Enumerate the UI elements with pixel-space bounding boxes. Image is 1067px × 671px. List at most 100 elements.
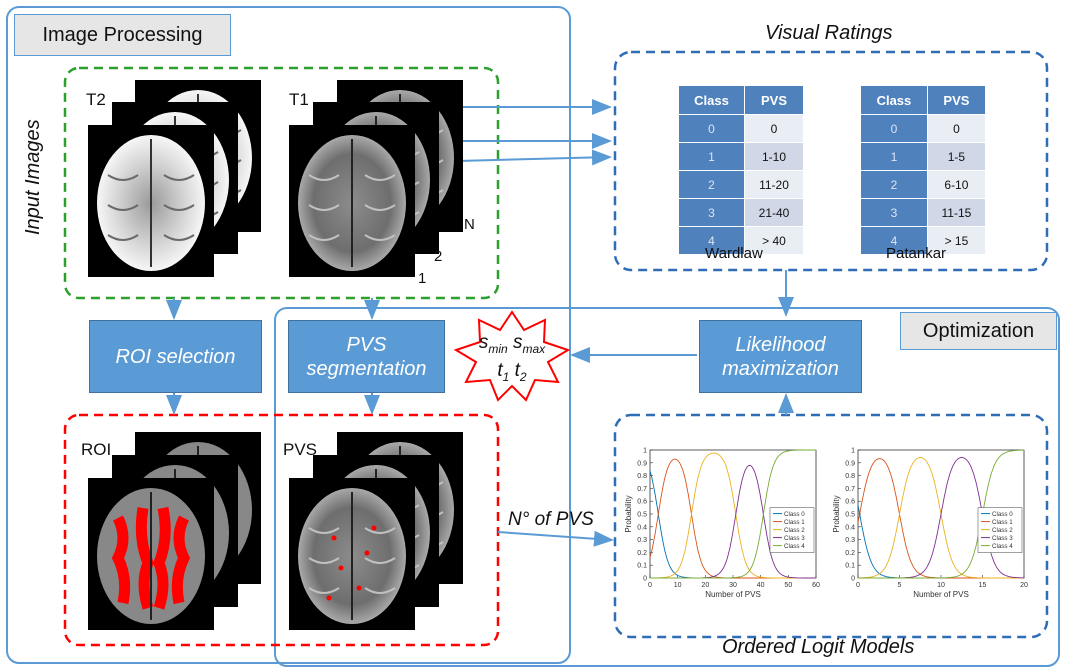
class-cell: 0 [678, 114, 745, 143]
pvs-label: PVS [283, 440, 318, 459]
ordered-logit-label: Ordered Logit Models [722, 636, 915, 658]
legend-label: Class 0 [992, 511, 1013, 518]
t-symbol: t [514, 359, 520, 381]
x-tick-label: 30 [729, 582, 737, 589]
y-tick-label: 0.8 [845, 473, 855, 480]
class-cell: 2 [678, 170, 745, 199]
class-cell: 4 [678, 226, 745, 255]
roi-label: ROI [81, 440, 112, 459]
x-tick-label: 5 [898, 582, 902, 589]
table-header: PVS [926, 85, 987, 115]
pvs-segmentation-box: PVS segmentation [288, 320, 445, 393]
likelihood-line2: maximization [722, 357, 839, 380]
x-tick-label: 0 [856, 582, 860, 589]
y-tick-label: 0.7 [637, 486, 647, 493]
pvs-cell: 11-15 [926, 198, 987, 227]
series-line-class-2 [650, 452, 816, 579]
parameter-star-text: smin smax t1 t2 [462, 332, 562, 388]
class-cell: 3 [678, 198, 745, 227]
y-tick-label: 0.7 [845, 486, 855, 493]
y-tick-label: 0.3 [845, 537, 855, 544]
y-tick-label: 0.2 [845, 550, 855, 557]
table-header: Class [860, 85, 928, 115]
y-axis-label: Probability [832, 495, 841, 532]
y-tick-label: 1 [851, 448, 855, 455]
pvs-cell: 1-10 [744, 142, 804, 171]
y-tick-label: 0.5 [637, 512, 647, 519]
x-axis-label: Number of PVS [913, 590, 969, 599]
t2-label: T2 [86, 90, 106, 109]
wardlaw-label: Wardlaw [705, 245, 763, 262]
y-tick-label: 0.2 [637, 550, 647, 557]
t1-image-1 [288, 124, 416, 278]
y-tick-label: 0.9 [845, 460, 855, 467]
y-tick-label: 0.9 [637, 460, 647, 467]
image-processing-panel [6, 6, 571, 664]
table-header: Class [678, 85, 745, 115]
y-tick-label: 0.6 [845, 499, 855, 506]
roi-image-1 [88, 478, 214, 630]
x-tick-label: 15 [979, 582, 987, 589]
t1-label: T1 [289, 90, 309, 109]
x-axis-label: Number of PVS [705, 590, 761, 599]
x-tick-label: 10 [937, 582, 945, 589]
y-tick-label: 0 [851, 576, 855, 583]
pvs-cell: 6-10 [926, 170, 987, 199]
class-cell: 1 [860, 142, 928, 171]
stack-dot [434, 244, 438, 248]
y-tick-label: 0.5 [845, 512, 855, 519]
y-tick-label: 0.1 [845, 563, 855, 570]
sub1-subscript: 1 [502, 369, 510, 384]
visual-ratings-label: Visual Ratings [765, 22, 893, 44]
roi-selection-box: ROI selection [89, 320, 262, 393]
sub2-subscript: 2 [519, 369, 527, 384]
legend-label: Class 3 [784, 535, 805, 542]
optimization-title: Optimization [900, 312, 1057, 350]
t-symbol: t [497, 359, 503, 381]
logit-models-group [613, 413, 1049, 639]
y-tick-label: 0.3 [637, 537, 647, 544]
pvs-segmentation-line2: segmentation [306, 357, 427, 380]
y-tick-label: 0.4 [845, 524, 855, 531]
segmentation-output-group [63, 413, 500, 647]
stack-n-label: N [464, 216, 475, 233]
y-tick-label: 0.6 [637, 499, 647, 506]
pvs-cell: 21-40 [744, 198, 804, 227]
t2-image-1 [87, 124, 215, 278]
stack-dot [426, 232, 430, 236]
pvs-cell: 11-20 [744, 170, 804, 199]
legend-label: Class 4 [784, 543, 805, 550]
x-tick-label: 50 [784, 582, 792, 589]
pvs-cell: > 40 [744, 226, 804, 255]
pvs-cell: 0 [744, 114, 804, 143]
legend-label: Class 2 [992, 527, 1013, 534]
s-symbol: s [478, 332, 489, 353]
y-axis-label: Probability [624, 495, 633, 532]
patankar-label: Patankar [886, 245, 947, 262]
pvs-cell: 0 [926, 114, 987, 143]
parameter-star-shape [453, 310, 571, 402]
arrow-count-logit [497, 530, 614, 547]
pvs-cell: 1-5 [926, 142, 987, 171]
stack-2-label: 2 [434, 248, 443, 265]
x-tick-label: 40 [757, 582, 765, 589]
legend-label: Class 4 [992, 543, 1013, 550]
min-subscript: min [488, 341, 508, 356]
pvs-cell: > 15 [926, 226, 987, 255]
stack-1-label: 1 [418, 270, 427, 287]
likelihood-maximization-box: Likelihood maximization [699, 320, 862, 393]
visual-ratings-group [613, 50, 1049, 272]
legend-label: Class 0 [784, 511, 805, 518]
x-tick-label: 10 [674, 582, 682, 589]
x-tick-label: 20 [1020, 582, 1028, 589]
